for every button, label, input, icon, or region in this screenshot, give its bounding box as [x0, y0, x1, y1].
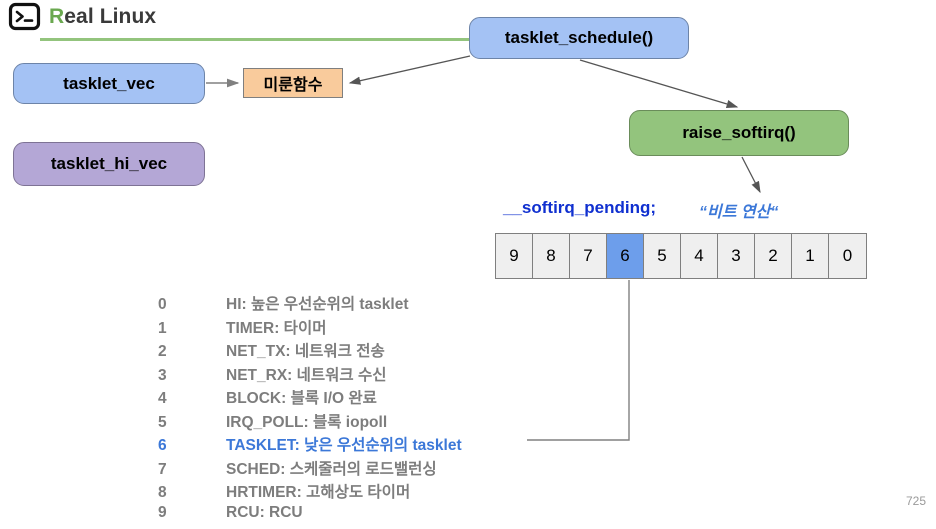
softirq-list-item: 8 HRTIMER: 고해상도 타이머 — [158, 480, 462, 504]
softirq-list-index: 7 — [158, 460, 167, 478]
softirq-list-index: 1 — [158, 319, 167, 337]
softirq-list-text: TIMER: 타이머 — [226, 319, 327, 337]
arrow-tasklet-schedule-to-raise-softirq — [579, 59, 739, 109]
bit-cell-7[interactable]: 7 — [570, 234, 607, 278]
node-tasklet-hi-vec-label: tasklet_hi_vec — [50, 154, 168, 173]
bit-cell-2[interactable]: 2 — [755, 234, 792, 278]
softirq-list-item: 0 HI: 높은 우선순위의 tasklet — [158, 292, 462, 316]
connector-bit6-to-tasklet-row — [527, 280, 630, 441]
bit-cell-4[interactable]: 4 — [681, 234, 718, 278]
arrow-tasklet-schedule-to-mirun — [348, 55, 471, 85]
node-tasklet-vec[interactable]: tasklet_vec — [13, 63, 205, 104]
softirq-list-item: 7 SCHED: 스케줄러의 로드밸런싱 — [158, 457, 462, 481]
softirq-list-text: TASKLET: 낮은 우선순위의 tasklet — [226, 437, 462, 454]
softirq-vector-list: 0 HI: 높은 우선순위의 tasklet 1 TIMER: 타이머 2 NET_TX:… — [158, 292, 462, 527]
terminal-icon — [8, 2, 41, 31]
softirq-list-index: 4 — [158, 390, 167, 407]
softirq-list-item: 9 RCU: RCU — [158, 504, 462, 528]
softirq-list-index: 9 — [158, 503, 167, 521]
node-tasklet-schedule[interactable]: tasklet_schedule() — [469, 17, 689, 59]
brand-title-initial: R — [49, 5, 65, 28]
bit-cell-1[interactable]: 1 — [792, 234, 829, 278]
node-mirun-hamsu-label: 미룬함수 — [263, 77, 323, 94]
softirq-list-index: 5 — [158, 413, 167, 431]
softirq-list-item: 4 BLOCK: 블록 I/O 완료 — [158, 386, 462, 410]
bit-cell-0[interactable]: 0 — [829, 234, 866, 278]
brand-title: Real Linux — [49, 5, 156, 29]
brand-title-rest: eal Linux — [64, 5, 157, 28]
softirq-list-item: 2 NET_TX: 네트워크 전송 — [158, 339, 462, 363]
softirq-list-index: 0 — [158, 296, 167, 313]
softirq-list-item: 6 TASKLET: 낮은 우선순위의 tasklet — [158, 433, 462, 457]
page-number: 725 — [906, 494, 927, 508]
bit-cell-8[interactable]: 8 — [533, 234, 570, 278]
bit-cell-9[interactable]: 9 — [496, 234, 533, 278]
softirq-list-index: 8 — [158, 484, 167, 501]
softirq-list-text: SCHED: 스케줄러의 로드밸런싱 — [226, 460, 437, 478]
node-tasklet-schedule-label: tasklet_schedule() — [504, 28, 654, 47]
softirq-pending-label: __softirq_pending; — [503, 198, 657, 217]
node-tasklet-hi-vec[interactable]: tasklet_hi_vec — [13, 142, 205, 186]
softirq-list-item: 1 TIMER: 타이머 — [158, 316, 462, 340]
bit-operation-label: “비트 연산“ — [699, 204, 779, 221]
softirq-list-text: NET_TX: 네트워크 전송 — [226, 343, 385, 360]
node-tasklet-vec-label: tasklet_vec — [63, 73, 155, 93]
arrow-raise-softirq-to-bit-operation — [741, 156, 761, 194]
softirq-list-item: 5 IRQ_POLL: 블록 iopoll — [158, 410, 462, 434]
softirq-list-text: HRTIMER: 고해상도 타이머 — [226, 484, 411, 501]
node-raise-softirq[interactable]: raise_softirq() — [629, 110, 849, 156]
bit-cell-3[interactable]: 3 — [718, 234, 755, 278]
softirq-list-index: 2 — [158, 343, 167, 360]
softirq-list-text: NET_RX: 네트워크 수신 — [226, 366, 387, 384]
softirq-list-index: 3 — [158, 366, 167, 384]
softirq-list-index: 6 — [158, 437, 167, 454]
softirq-list-text: HI: 높은 우선순위의 tasklet — [226, 296, 409, 313]
node-raise-softirq-label: raise_softirq() — [682, 123, 796, 142]
softirq-list-text: BLOCK: 블록 I/O 완료 — [226, 390, 377, 407]
bit-cell-5[interactable]: 5 — [644, 234, 681, 278]
softirq-list-text: RCU: RCU — [226, 503, 303, 521]
brand: Real Linux — [8, 2, 156, 32]
softirq-list-text: IRQ_POLL: 블록 iopoll — [226, 413, 388, 431]
bit-cell-6[interactable]: 6 — [607, 234, 644, 278]
softirq-list-item: 3 NET_RX: 네트워크 수신 — [158, 363, 462, 387]
header-divider — [40, 38, 469, 41]
node-mirun-hamsu[interactable]: 미룬함수 — [243, 68, 343, 98]
